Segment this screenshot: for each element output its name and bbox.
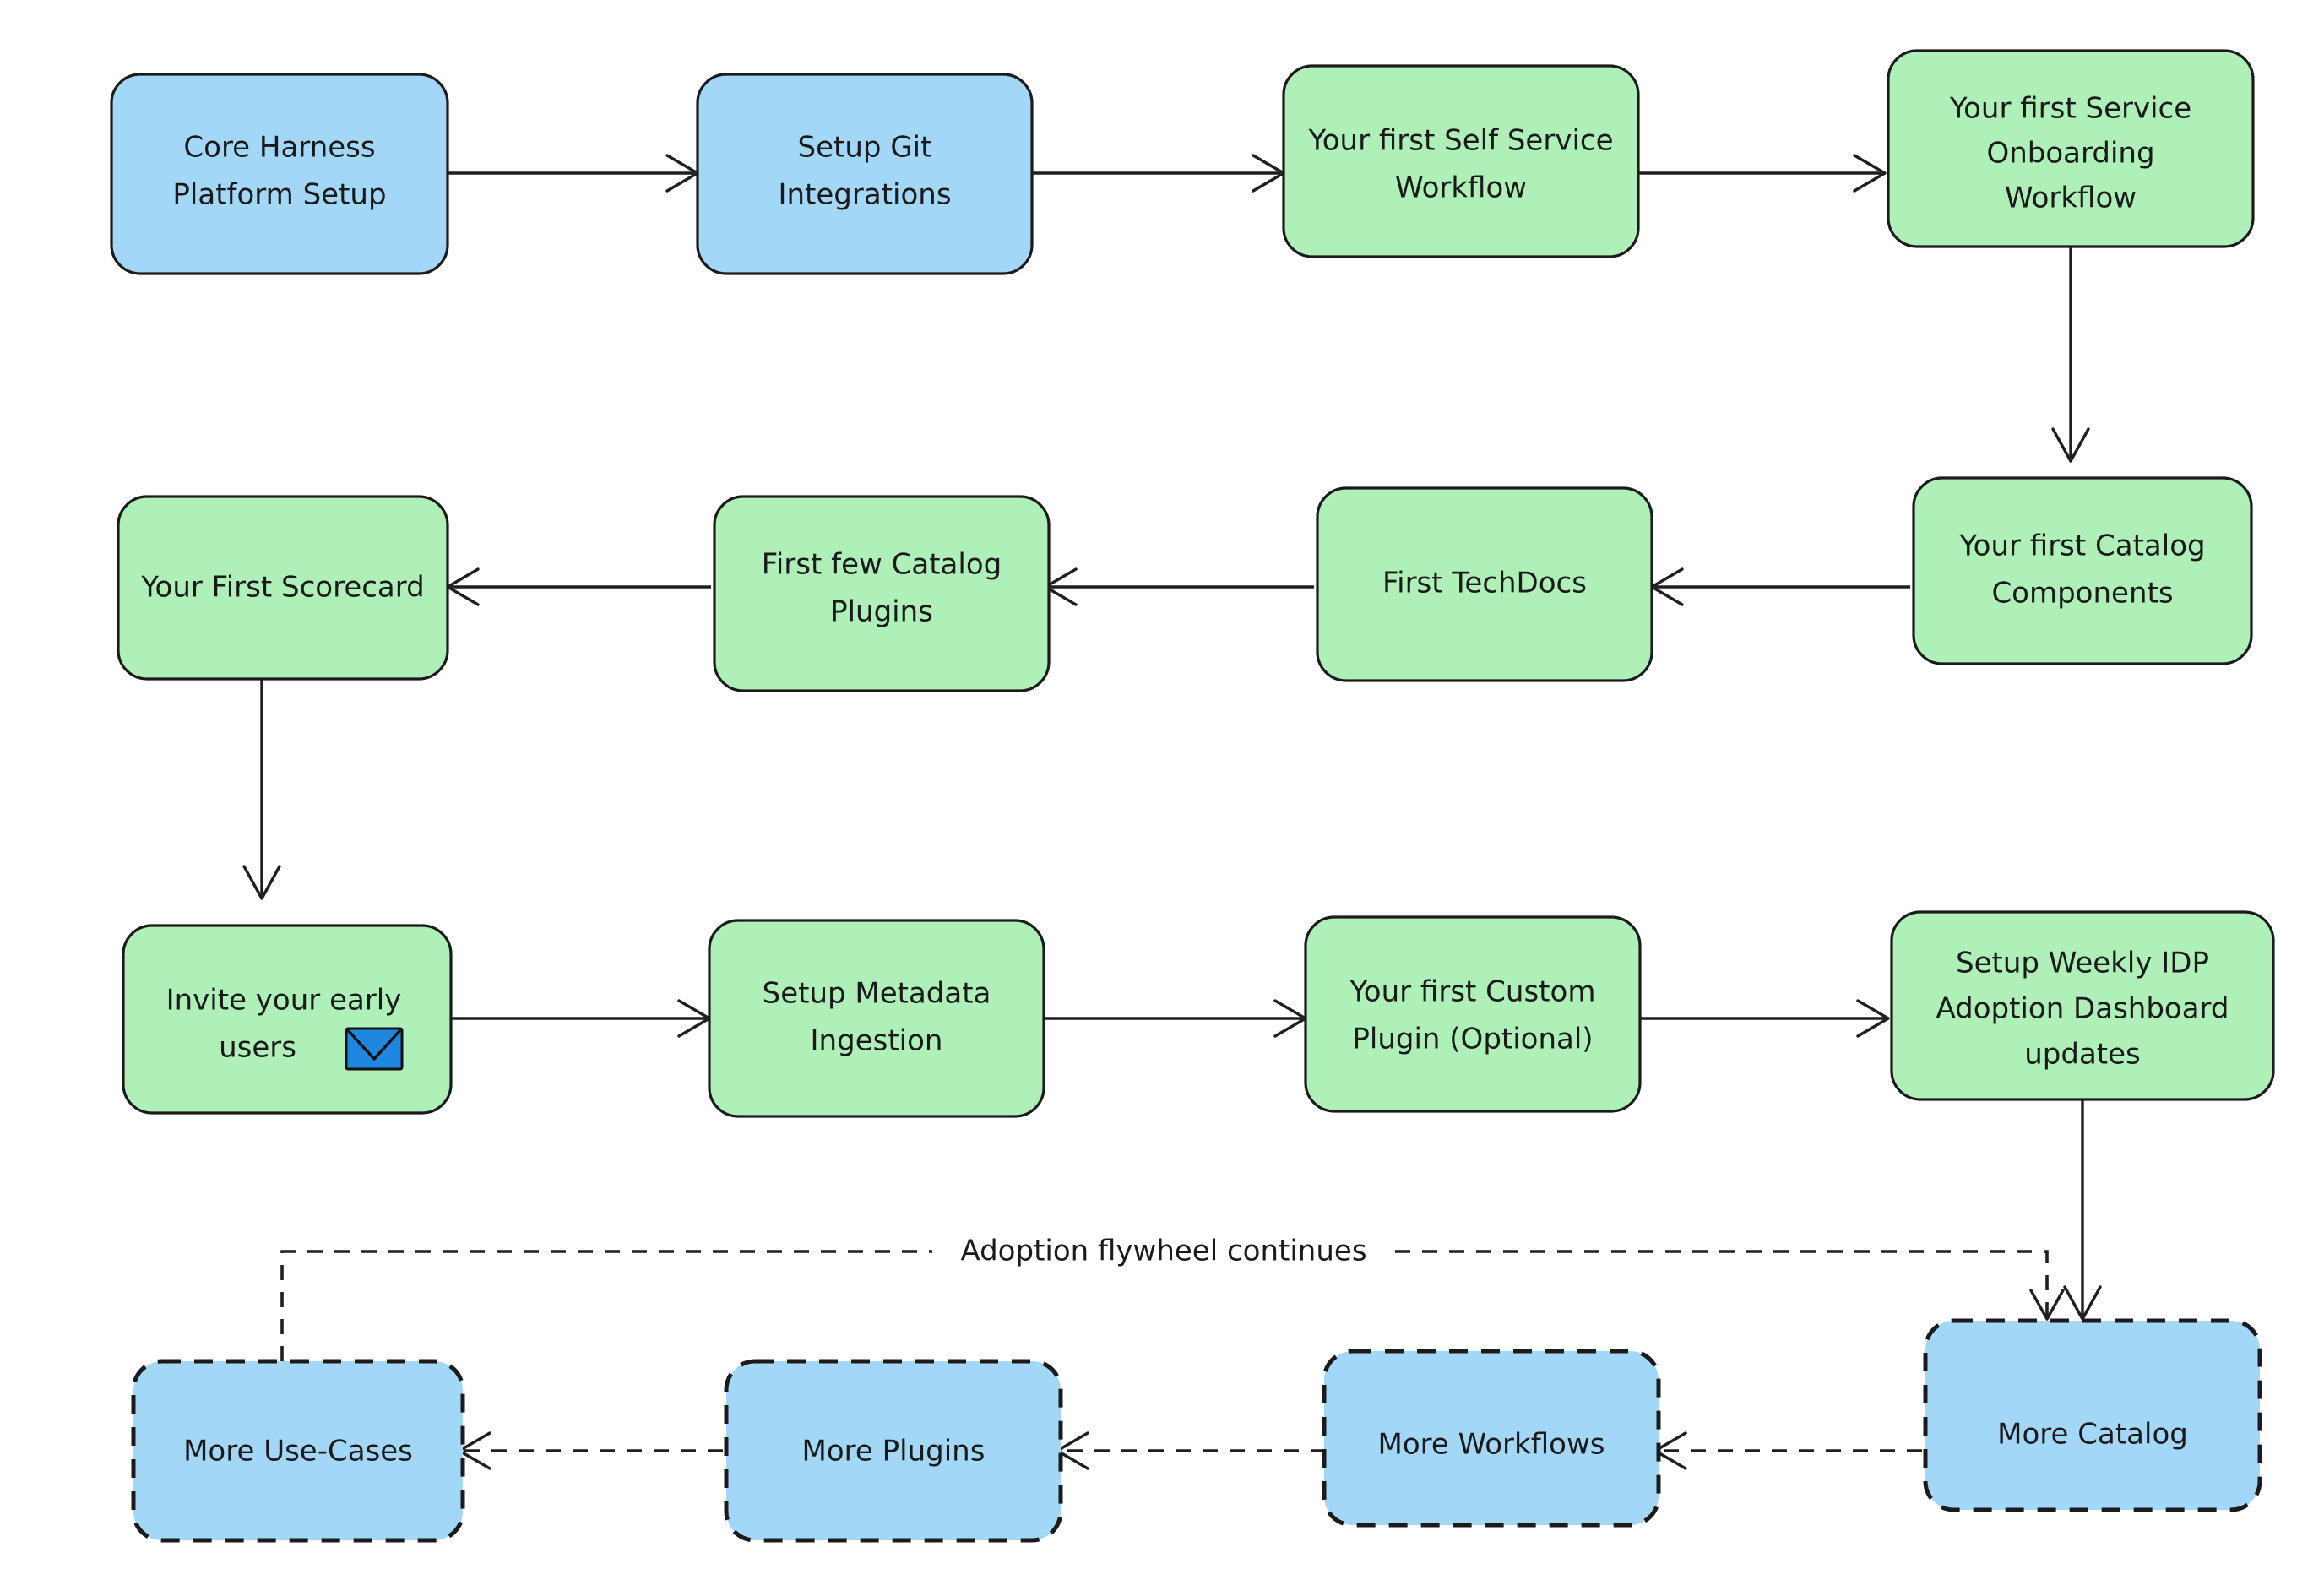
node-core-harness-platform-setup[interactable]: Core Harness Platform Setup <box>110 73 449 275</box>
node-your-first-catalog-components[interactable]: Your first Catalog Components <box>1912 476 2253 665</box>
node-label-line: Setup Git <box>798 131 932 165</box>
node-label-line: Components <box>1991 577 2173 611</box>
node-label-line: Your first Catalog <box>1958 529 2205 563</box>
node-label-line: Onboarding <box>1986 137 2154 171</box>
node-label-line: Integrations <box>778 178 951 212</box>
edge-adoption-flywheel-loop: Adoption flywheel continues <box>280 1235 2065 1361</box>
node-setup-weekly-idp-adoption-dashboard-updates-shape[interactable] <box>1890 910 2275 1101</box>
node-your-first-catalog-components-shape[interactable] <box>1912 476 2253 665</box>
node-first-techdocs[interactable]: First TechDocs <box>1316 486 1653 682</box>
node-label-line: Your First Scorecard <box>140 571 424 605</box>
node-label-line: Plugin (Optional) <box>1352 1023 1593 1056</box>
node-more-catalog-shape[interactable] <box>1923 1318 2262 1512</box>
node-core-harness-platform-setup-shape[interactable] <box>110 73 449 275</box>
edge-more-workflows-to-more-plugins <box>1056 1431 1326 1470</box>
edge-catalog-plugins-to-your-first-scorecard <box>446 567 711 606</box>
node-label-line: First few Catalog <box>762 548 1002 582</box>
node-label-line: Setup Metadata <box>763 977 991 1011</box>
node-label-line: Setup Weekly IDP <box>1956 947 2209 980</box>
node-your-first-custom-plugin-optional-shape[interactable] <box>1304 915 1642 1113</box>
edge-label-adoption-flywheel: Adoption flywheel continues <box>960 1235 1366 1268</box>
node-setup-metadata-ingestion-shape[interactable] <box>708 919 1045 1118</box>
node-label-line: Core Harness <box>183 131 375 165</box>
node-label-line: Invite your early <box>166 984 402 1018</box>
node-your-first-scorecard-shape[interactable] <box>117 495 449 681</box>
envelope-icon <box>345 1027 404 1071</box>
node-label-line: Your first Service <box>1949 92 2191 126</box>
node-label-line: More Plugins <box>802 1435 986 1468</box>
node-label-line: Workflow <box>1395 171 1527 205</box>
node-invite-your-early-users-shape[interactable] <box>122 924 453 1115</box>
node-your-first-self-service-workflow-shape[interactable] <box>1282 64 1640 258</box>
node-setup-git-integrations-shape[interactable] <box>696 73 1034 275</box>
node-label-line: More Catalog <box>1997 1418 2188 1452</box>
node-setup-metadata-ingestion[interactable]: Setup Metadata Ingestion <box>708 919 1045 1118</box>
node-label-line: Plugins <box>830 595 933 629</box>
node-label-line: updates <box>2024 1038 2141 1072</box>
edge-core-harness-to-setup-git <box>448 154 699 193</box>
edge-self-service-to-service-onboarding <box>1638 154 1887 193</box>
edge-setup-metadata-ingestion-to-custom-plugin <box>1044 999 1307 1038</box>
node-label-line: More Use-Cases <box>183 1435 413 1468</box>
edge-first-techdocs-to-catalog-plugins <box>1044 567 1314 606</box>
edge-your-first-scorecard-to-invite-early-users <box>242 676 281 900</box>
node-setup-weekly-idp-adoption-dashboard-updates[interactable]: Setup Weekly IDP Adoption Dashboard upda… <box>1890 910 2275 1101</box>
edge-setup-git-to-self-service-workflow <box>1032 154 1285 193</box>
node-your-first-self-service-workflow[interactable]: Your first Self Service Workflow <box>1282 64 1640 258</box>
node-more-catalog[interactable]: More Catalog <box>1923 1318 2262 1512</box>
edge-service-onboarding-to-catalog-components <box>2051 247 2090 463</box>
node-more-workflows[interactable]: More Workflows <box>1322 1349 1661 1528</box>
node-more-plugins[interactable]: More Plugins <box>724 1359 1063 1543</box>
node-your-first-custom-plugin-optional[interactable]: Your first Custom Plugin (Optional) <box>1304 915 1642 1113</box>
edge-more-catalog-to-more-workflows <box>1653 1431 1922 1470</box>
node-label-line: Your first Self Service <box>1307 124 1613 158</box>
node-label-line: users <box>219 1031 296 1065</box>
node-your-first-service-onboarding-workflow-shape[interactable] <box>1887 49 2255 248</box>
node-label-line: Your first Custom <box>1349 975 1596 1009</box>
node-label-line: Platform Setup <box>172 178 386 212</box>
node-label-line: Adoption Dashboard <box>1936 992 2229 1026</box>
node-label-line: More Workflows <box>1378 1428 1605 1462</box>
node-first-few-catalog-plugins-shape[interactable] <box>713 495 1051 692</box>
edge-more-plugins-to-more-use-cases <box>458 1431 723 1470</box>
node-invite-your-early-users[interactable]: Invite your early users <box>122 924 453 1115</box>
node-your-first-scorecard[interactable]: Your First Scorecard <box>117 495 449 681</box>
edge-invite-early-users-to-setup-metadata-ingestion <box>451 999 711 1038</box>
node-label-line: Ingestion <box>811 1024 943 1058</box>
edge-weekly-idp-dashboard-to-more-catalog <box>2063 1098 2102 1321</box>
edges-layer: Adoption flywheel continues <box>242 154 2102 1470</box>
edge-catalog-components-to-first-techdocs <box>1650 567 1910 606</box>
node-more-use-cases[interactable]: More Use-Cases <box>131 1359 465 1543</box>
node-more-use-cases-shape[interactable] <box>131 1359 465 1543</box>
node-more-workflows-shape[interactable] <box>1322 1349 1661 1528</box>
edge-custom-plugin-to-weekly-idp-dashboard <box>1640 999 1890 1038</box>
node-first-few-catalog-plugins[interactable]: First few Catalog Plugins <box>713 495 1051 692</box>
node-setup-git-integrations[interactable]: Setup Git Integrations <box>696 73 1034 275</box>
node-label-line: Workflow <box>2005 182 2137 215</box>
node-more-plugins-shape[interactable] <box>724 1359 1063 1543</box>
nodes-layer: Core Harness Platform Setup Setup Git In… <box>110 49 2275 1543</box>
node-your-first-service-onboarding-workflow[interactable]: Your first Service Onboarding Workflow <box>1887 49 2255 248</box>
node-first-techdocs-shape[interactable] <box>1316 486 1653 682</box>
node-label-line: First TechDocs <box>1382 567 1587 600</box>
